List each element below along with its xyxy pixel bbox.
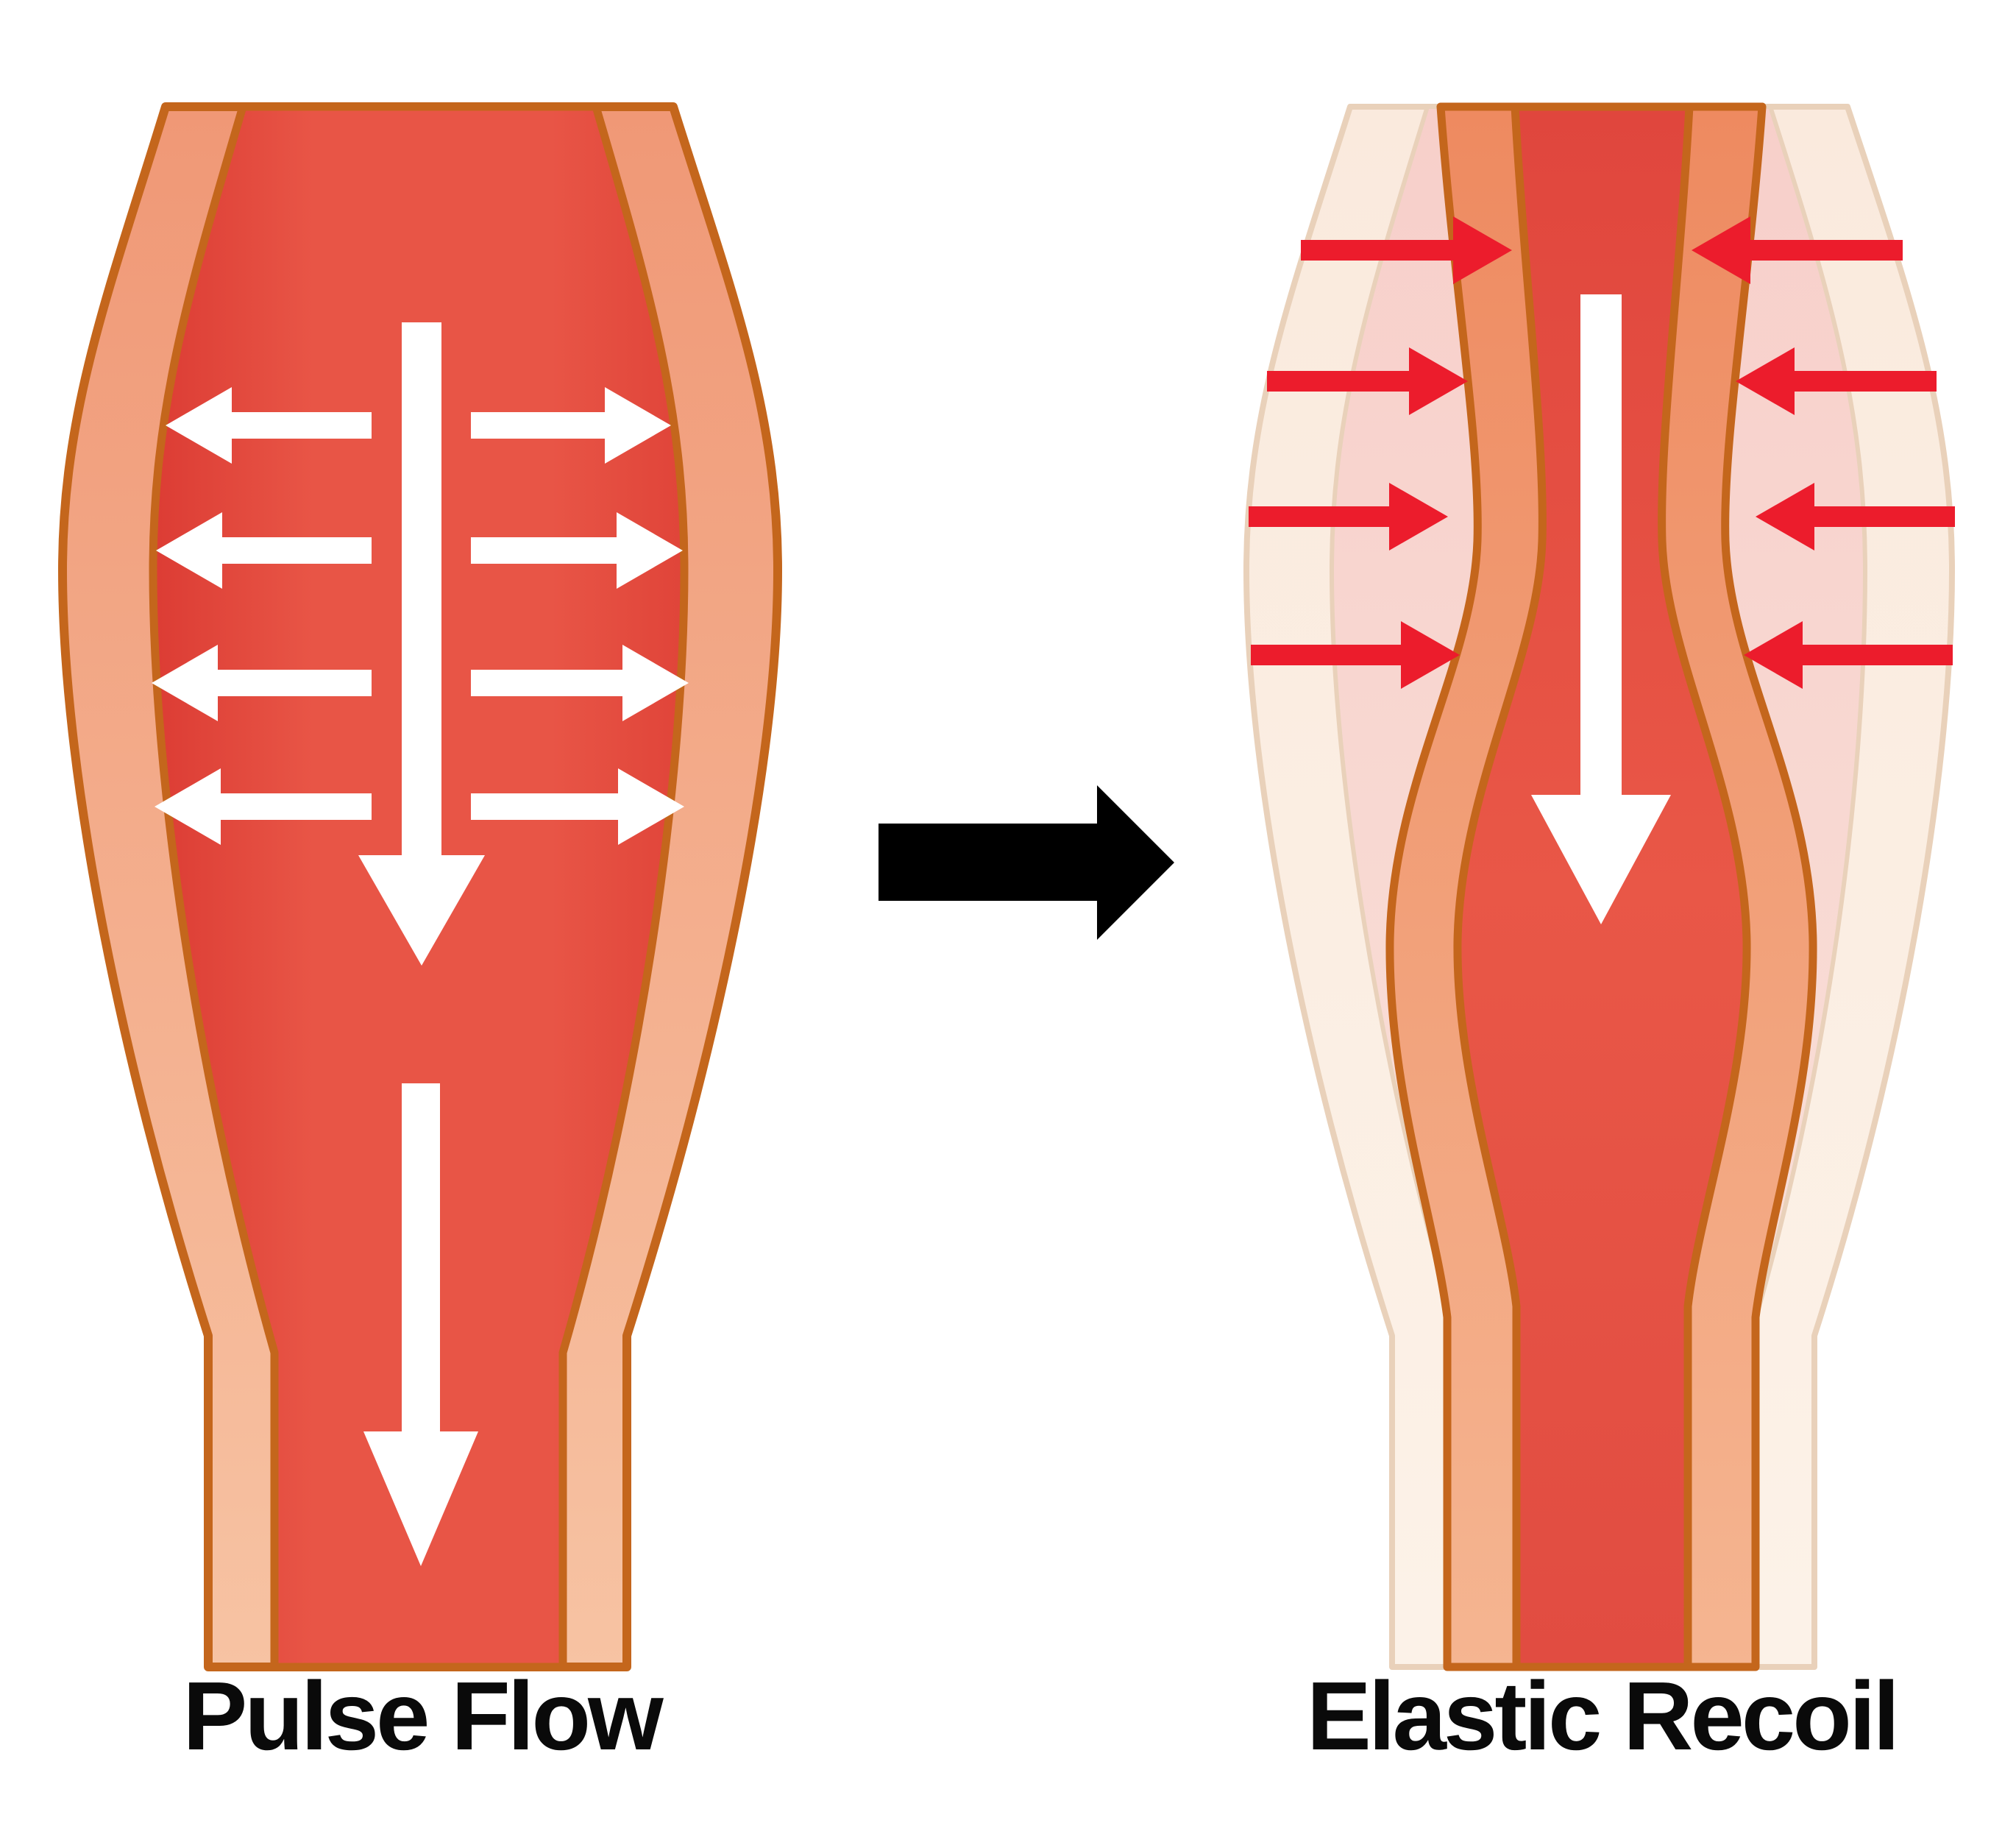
white-outward-arrow-left-icon bbox=[155, 768, 372, 845]
pulse-flow-label: Pulse Flow bbox=[182, 1662, 663, 1770]
red-recoil-arrow-right-icon bbox=[1692, 216, 1903, 284]
white-outward-arrow-left-icon bbox=[156, 512, 372, 589]
blood-flow-arrow-lower-icon bbox=[363, 1083, 478, 1566]
recoil-flow-arrow-icon bbox=[1531, 294, 1671, 924]
white-outward-arrow-right-icon bbox=[471, 512, 683, 589]
red-recoil-arrow-right-icon bbox=[1744, 621, 1953, 689]
red-recoil-arrow-right-icon bbox=[1756, 483, 1955, 550]
elastic-recoil-label: Elastic Recoil bbox=[1306, 1662, 1900, 1770]
white-outward-arrow-left-icon bbox=[166, 387, 372, 464]
transition-arrow-icon bbox=[879, 785, 1174, 940]
red-recoil-arrow-left-icon bbox=[1251, 621, 1460, 689]
red-recoil-arrow-left-icon bbox=[1267, 347, 1468, 415]
red-recoil-arrow-left-icon bbox=[1301, 216, 1512, 284]
white-outward-arrow-right-icon bbox=[471, 645, 689, 721]
elastic-recoil-panel bbox=[1243, 102, 1955, 1671]
pulse-flow-panel bbox=[58, 102, 782, 1671]
blood-flow-arrow-upper-icon bbox=[358, 322, 485, 966]
white-outward-arrow-right-icon bbox=[471, 387, 671, 464]
red-recoil-arrow-right-icon bbox=[1736, 347, 1937, 415]
white-outward-arrow-left-icon bbox=[152, 645, 372, 721]
red-recoil-arrow-left-icon bbox=[1249, 483, 1448, 550]
white-outward-arrow-right-icon bbox=[471, 768, 684, 845]
